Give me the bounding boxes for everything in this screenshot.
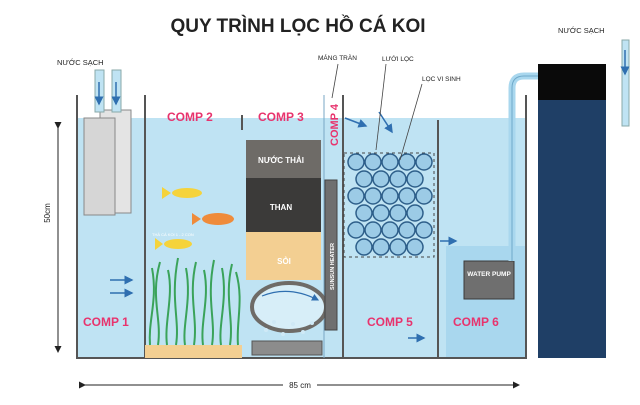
koi-pond	[538, 100, 606, 358]
aquatic-plants	[148, 257, 241, 346]
than-label: THAN	[270, 203, 292, 212]
diagram-title: QUY TRÌNH LỌC HỒ CÁ KOI	[170, 15, 425, 37]
waste-layer	[246, 140, 321, 178]
soi-label: SỎI	[277, 257, 291, 266]
fish-yellow-top	[162, 187, 202, 199]
circulation-arrow	[261, 290, 320, 301]
comp6-label: COMP 6	[453, 315, 499, 329]
tank-outline	[76, 95, 527, 359]
charcoal-layer	[246, 178, 321, 232]
width-dimension-label: 85 cm	[289, 381, 311, 390]
bio-balls	[347, 153, 433, 256]
loc-vi-sinh-pointer	[399, 83, 423, 161]
clean-water-right-label: NƯỚC SẠCH	[558, 26, 605, 35]
koi-pond-top	[538, 64, 606, 100]
bio-filter-net	[343, 152, 435, 258]
return-pipe-edge	[511, 75, 540, 261]
mang-tran-label: MÁNG TRÀN	[318, 53, 357, 62]
height-dimension-label: 50cm	[43, 203, 52, 223]
comp5-label: COMP 5	[367, 315, 413, 329]
clean-water-left-label: NƯỚC SẠCH	[57, 58, 104, 67]
mang-tran-pointer	[331, 63, 339, 99]
outlet-pipe	[621, 39, 630, 127]
gravel-layer	[246, 232, 321, 280]
luoi-loc-label: LƯỚI LỌC	[382, 54, 414, 63]
circulation-bowl	[250, 281, 328, 333]
water-pump	[463, 260, 515, 300]
comp2-label: COMP 2	[167, 110, 213, 124]
width-label-bg	[283, 378, 317, 392]
air-bubbles	[264, 320, 314, 336]
comp3-label: COMP 3	[258, 110, 304, 124]
overflow-arrow	[344, 117, 368, 128]
net-arrow	[378, 111, 393, 134]
fish-orange	[192, 213, 234, 225]
heater-label: SUNSUN HEATER	[330, 243, 336, 290]
sponge-pad-front	[83, 117, 116, 216]
loc-vi-sinh-label: LỌC VI SINH	[422, 76, 461, 83]
bottom-gravel	[251, 340, 323, 356]
luoi-loc-pointer	[375, 63, 387, 151]
comp4-label: COMP 4	[329, 103, 341, 146]
nuoc-thai-label: NƯỚC THẢI	[258, 156, 304, 165]
comp2-substrate	[145, 345, 242, 358]
fish-yellow-small	[155, 238, 192, 250]
fish-note: THẢ CÁ KOI 1 - 2 CON	[152, 232, 194, 237]
heater	[324, 179, 338, 331]
comp1-label: COMP 1	[83, 315, 129, 329]
water-pump-label: WATER PUMP	[467, 271, 511, 278]
